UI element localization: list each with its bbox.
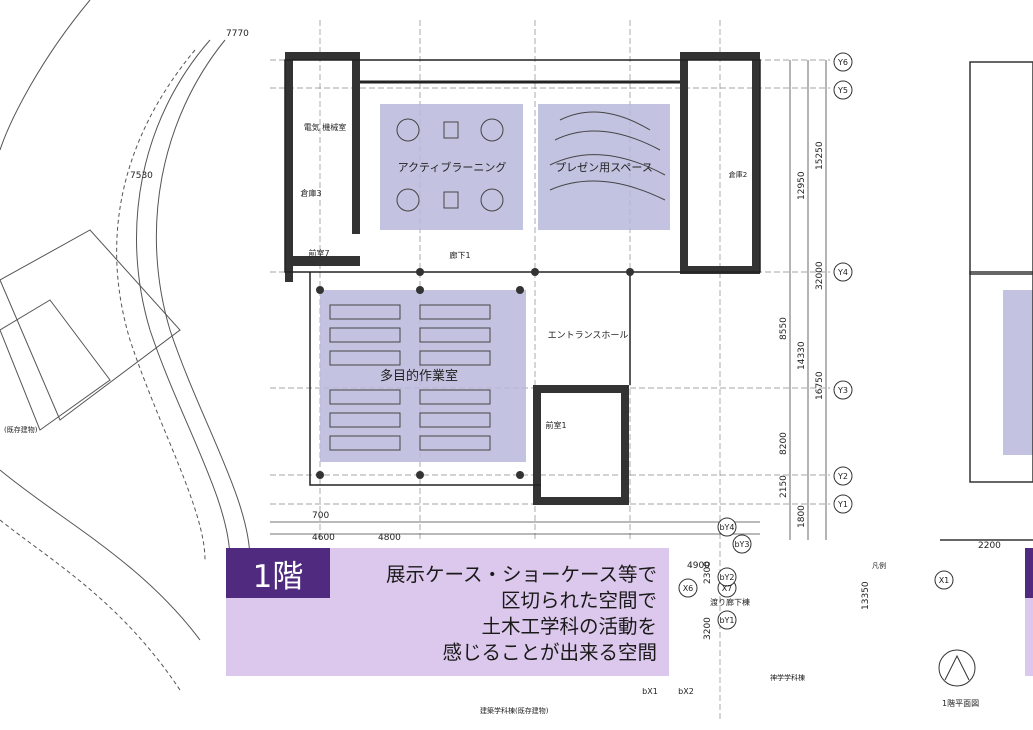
grid-balloons (678, 52, 954, 630)
dim-4900: 4900 (687, 561, 710, 571)
grid-label-x1: X1 (939, 576, 950, 585)
callout-description: 展示ケース・ショーケース等で 区切られた空間で 土木工学科の活動を 感じることが… (386, 562, 657, 666)
callout-line-2: 区切られた空間で (500, 589, 657, 612)
dim-4800: 4800 (378, 533, 401, 543)
grid-label-bx2: bX2 (678, 687, 694, 696)
room-label-storage2: 倉庫2 (729, 170, 747, 179)
dim-2300: 2300 (703, 561, 713, 584)
dim-15250: 15250 (815, 141, 825, 170)
dim-14330: 14330 (797, 341, 807, 370)
dim-4600: 4600 (312, 533, 335, 543)
callout-line-3: 土木工学科の活動を (481, 615, 657, 638)
room-label-front-room7: 前室7 (308, 248, 329, 258)
grid-label-x6: X6 (683, 584, 694, 593)
grid-label-by2: bY2 (719, 573, 734, 582)
dim-8550: 8550 (779, 317, 789, 340)
work-tables (329, 304, 491, 451)
dim-12950: 12950 (797, 171, 807, 200)
label-existing-building: (既存建物) (4, 425, 38, 434)
grid-label-bx1: bX1 (642, 687, 658, 696)
right-partial-plan (940, 61, 1033, 541)
dim-1800: 1800 (797, 505, 807, 528)
columns (316, 268, 634, 479)
grid-label-y5: Y5 (837, 86, 848, 95)
dim-7530: 7530 (130, 171, 153, 181)
grid-label-x7: X7 (722, 584, 733, 593)
room-label-multipurpose: 多目的作業室 (380, 368, 458, 384)
outer-walls (284, 59, 761, 486)
right-callout-edge (1025, 598, 1033, 676)
room-label-electrical: 電気 機械室 (304, 122, 347, 132)
site-curves (0, 0, 251, 691)
room-label-front-room1: 前室1 (545, 420, 566, 430)
grid-label-y3: Y3 (837, 386, 848, 395)
grid-label-by3: bY3 (734, 540, 749, 549)
dim-16750: 16750 (815, 371, 825, 400)
grid-label-y4: Y4 (837, 268, 848, 277)
active-learning-furniture (396, 118, 504, 212)
label-civil-building: 神学学科棟 (770, 673, 805, 682)
room-label-presentation: プレゼン用スペース (555, 161, 653, 174)
grid-label-by1: bY1 (719, 616, 734, 625)
callout-line-4: 感じることが出来る空間 (442, 641, 657, 664)
grid-label-y6: Y6 (837, 58, 848, 67)
dim-32000: 32000 (815, 261, 825, 290)
room-label-active-learning: アクティブラーニング (398, 160, 507, 174)
presentation-seating (549, 111, 666, 201)
walls (285, 52, 760, 505)
grid-label-by4: bY4 (719, 523, 734, 532)
dim-3200: 3200 (703, 617, 713, 640)
highlight-zones (320, 104, 1033, 462)
dim-7770: 7770 (226, 29, 249, 39)
dim-2150: 2150 (779, 475, 789, 498)
dimension-lines (270, 60, 827, 540)
floor-plan-title: 1階平面図 (942, 698, 979, 708)
room-label-bridge: 渡り廊下棟 (710, 597, 750, 607)
north-arrow (938, 649, 976, 687)
grid-label-y1: Y1 (837, 500, 848, 509)
room-label-corridor: 廊下1 (449, 250, 470, 260)
callout-line-1: 展示ケース・ショーケース等で (385, 563, 657, 586)
room-label-storage: 倉庫3 (300, 188, 321, 198)
label-building-existing: 建築学科棟(既存建物) (480, 706, 549, 715)
dim-13350: 13350 (861, 581, 871, 610)
grid-label-y2: Y2 (837, 472, 848, 481)
dim-2200: 2200 (978, 541, 1001, 551)
dim-8200: 8200 (779, 432, 789, 455)
callout-box: 展示ケース・ショーケース等で 区切られた空間で 土木工学科の活動を 感じることが… (226, 548, 669, 676)
legend-title: 凡例 (872, 561, 886, 570)
right-floor-tag-edge (1025, 548, 1033, 598)
floor-tag: 1階 (226, 548, 330, 598)
dim-700: 700 (312, 511, 329, 521)
room-label-entrance-hall: エントランスホール (548, 330, 629, 341)
